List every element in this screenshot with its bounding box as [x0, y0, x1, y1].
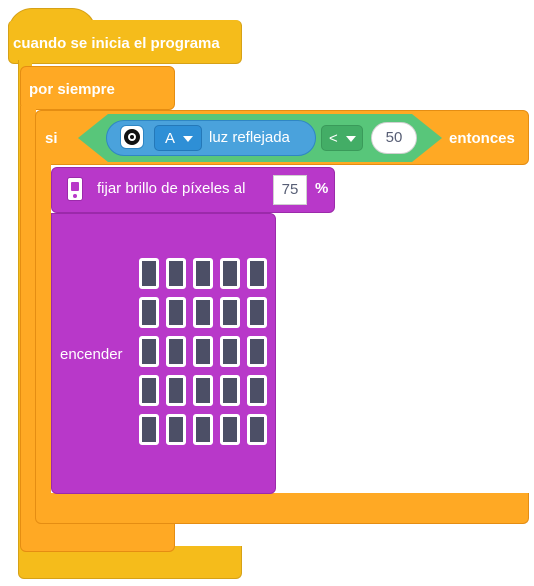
light-up-label: encender [60, 346, 123, 363]
pixel-cell[interactable] [139, 336, 159, 367]
pixel-cell[interactable] [193, 414, 213, 445]
pixel-matrix[interactable] [139, 258, 269, 448]
brightness-input[interactable]: 75 [273, 175, 307, 205]
forever-block-label: por siempre [29, 81, 115, 98]
forever-block[interactable] [20, 66, 175, 110]
pixel-cell[interactable] [193, 297, 213, 328]
if-label: si [45, 130, 58, 147]
pixel-cell[interactable] [247, 375, 267, 406]
pixel-cell[interactable] [247, 414, 267, 445]
pixel-cell[interactable] [193, 336, 213, 367]
operator-dropdown[interactable]: < [321, 125, 363, 151]
event-block-label: cuando se inicia el programa [13, 35, 220, 52]
pixel-cell[interactable] [247, 336, 267, 367]
pixel-cell[interactable] [220, 297, 240, 328]
pixel-cell[interactable] [193, 258, 213, 289]
forever-block-arm [20, 106, 36, 526]
pixel-cell[interactable] [220, 336, 240, 367]
pixel-cell[interactable] [220, 258, 240, 289]
hub-icon [67, 177, 83, 201]
pixel-cell[interactable] [220, 414, 240, 445]
light-sensor-icon [120, 125, 144, 149]
event-block[interactable] [8, 20, 242, 64]
percent-label: % [315, 180, 329, 197]
threshold-input[interactable]: 50 [371, 122, 417, 154]
then-label: entonces [449, 130, 515, 147]
pixel-cell[interactable] [139, 297, 159, 328]
chevron-down-icon [346, 136, 356, 142]
pixel-cell[interactable] [166, 414, 186, 445]
pixel-cell[interactable] [139, 258, 159, 289]
set-brightness-label: fijar brillo de píxeles al [97, 180, 246, 197]
pixel-cell[interactable] [166, 375, 186, 406]
chevron-down-icon [183, 136, 193, 142]
port-dropdown[interactable]: A [154, 125, 202, 151]
pixel-cell[interactable] [193, 375, 213, 406]
pixel-cell[interactable] [247, 258, 267, 289]
pixel-cell[interactable] [166, 297, 186, 328]
pixel-cell[interactable] [139, 375, 159, 406]
pixel-cell[interactable] [166, 258, 186, 289]
port-value: A [165, 130, 176, 147]
sensor-mode-label: luz reflejada [209, 129, 290, 146]
if-block-bottom[interactable] [35, 493, 529, 524]
operator-value: < [329, 130, 338, 147]
pixel-cell[interactable] [247, 297, 267, 328]
if-block-arm [35, 160, 51, 500]
pixel-cell[interactable] [139, 414, 159, 445]
pixel-cell[interactable] [220, 375, 240, 406]
pixel-cell[interactable] [166, 336, 186, 367]
